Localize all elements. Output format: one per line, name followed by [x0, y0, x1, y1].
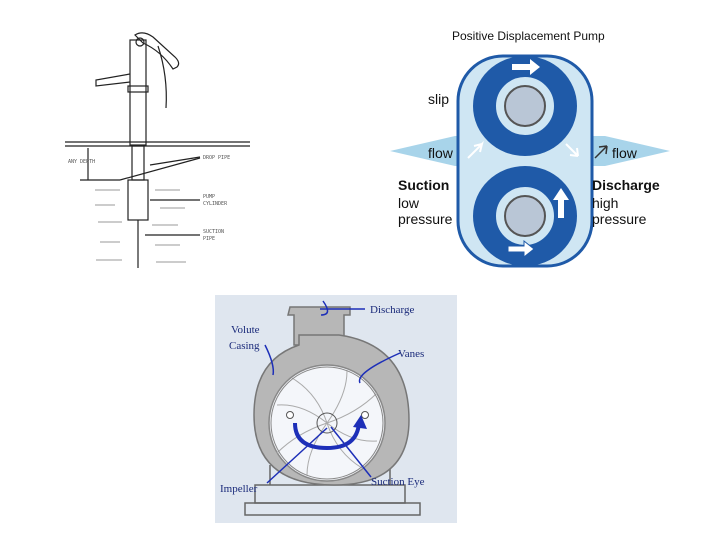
- hand-pump-sketch: ANY DEPTH DROP PIPE PUMP CYLINDER SUCTIO…: [60, 30, 260, 272]
- label-suction-low: low: [398, 195, 420, 211]
- centrifugal-pump-diagram: Discharge Volute Casing Vanes Impeller S…: [215, 295, 457, 523]
- impeller-bolt-left: [286, 411, 294, 419]
- label-leaders: [264, 300, 401, 484]
- bottom-flow-arrow-icon: [507, 239, 535, 259]
- pd-pump-drawing: Positive Displacement Pump slip flow flo…: [390, 29, 670, 268]
- label-flow-left: flow: [428, 145, 454, 161]
- slip-arrow-left-icon: [467, 140, 484, 159]
- bottom-rotor: [473, 166, 577, 266]
- label-pump: PUMP: [203, 194, 215, 200]
- label-suction-pressure: pressure: [398, 211, 453, 227]
- label-drop-pipe: DROP PIPE: [203, 155, 230, 161]
- label-any-depth: ANY DEPTH: [68, 159, 95, 165]
- label-volute: Volute: [231, 324, 260, 336]
- label-discharge-high: high: [592, 195, 618, 211]
- centrifugal-pump-drawing: Discharge Volute Casing Vanes Impeller S…: [220, 300, 425, 516]
- label-casing: Casing: [229, 340, 260, 352]
- label-suction: SUCTION: [203, 229, 224, 235]
- top-rotor: [473, 56, 577, 156]
- label-flow-right: flow: [612, 145, 638, 161]
- rotation-arc: [293, 422, 361, 451]
- impeller-bolt-right: [361, 411, 369, 419]
- hand-pump-drawing: ANY DEPTH DROP PIPE PUMP CYLINDER SUCTIO…: [65, 32, 250, 268]
- rotation-arrow-icon: [353, 415, 367, 429]
- pump-cylinder: [127, 179, 149, 221]
- leader-arrow-tip: [149, 156, 201, 166]
- label-vanes: Vanes: [398, 348, 424, 360]
- slip-arrow-right-icon: [565, 143, 579, 157]
- label-discharge: Discharge: [370, 304, 415, 316]
- pump-handle: [134, 32, 180, 70]
- label-slip: slip: [428, 91, 449, 107]
- flow-arrow-right-icon: [594, 145, 608, 159]
- label-pipe: PIPE: [203, 236, 215, 242]
- water-hatching: [95, 189, 186, 263]
- pump-pivot: [135, 37, 145, 47]
- pump-handle-lever: [157, 45, 167, 109]
- pump-collar: [127, 85, 149, 93]
- up-flow-arrow-icon: [553, 188, 569, 218]
- label-impeller: Impeller: [220, 483, 258, 495]
- leader-drop-pipe: [119, 157, 201, 181]
- positive-displacement-pump-diagram: Positive Displacement Pump slip flow flo…: [380, 18, 680, 270]
- pd-title: Positive Displacement Pump: [452, 29, 605, 43]
- top-flow-arrow-icon: [512, 59, 540, 75]
- label-discharge: Discharge: [592, 177, 660, 193]
- pump-spout: [95, 73, 131, 87]
- label-suction-eye: Suction Eye: [371, 476, 425, 488]
- suction-eye: [316, 412, 338, 434]
- label-cylinder: CYLINDER: [203, 201, 228, 207]
- label-discharge-pressure: pressure: [592, 211, 647, 227]
- label-suction: Suction: [398, 177, 449, 193]
